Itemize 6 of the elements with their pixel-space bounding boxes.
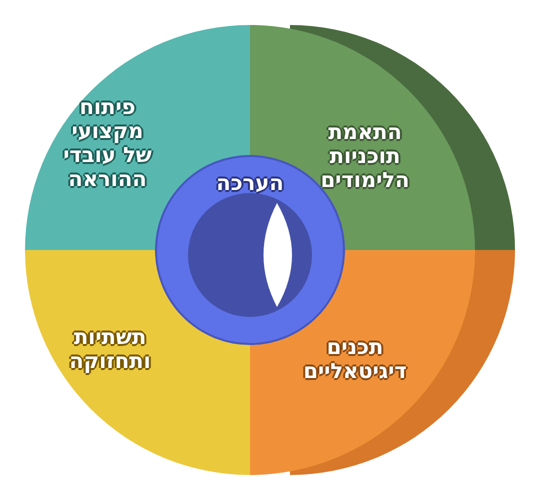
quadrant-label: התאמת תוכניות הלימודים [320, 120, 410, 192]
quadrant-label: תכנים דיגיטאליים [302, 335, 408, 383]
quadrant-label: פיתוח מקצועי של עובדי ההוראה [62, 95, 153, 191]
infrastructure-quadrant [25, 250, 250, 475]
quadrant-label: תשתיות ותחזוקה [68, 325, 152, 373]
digital-content-quadrant [250, 250, 515, 475]
